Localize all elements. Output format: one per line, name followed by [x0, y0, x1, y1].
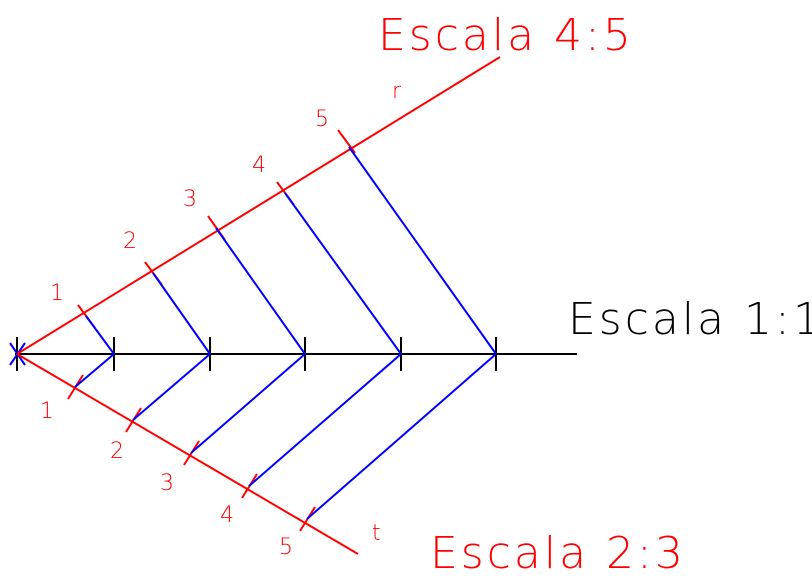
lower-projection-3 — [190, 353, 306, 454]
upper-number-4: 4 — [252, 153, 266, 178]
lower-number-1: 1 — [40, 399, 54, 424]
upper-projection-4 — [284, 192, 402, 355]
title-middle: Escala 1:1 — [568, 294, 812, 345]
upper-number-1: 1 — [50, 281, 64, 306]
upper-ray-r — [16, 56, 501, 355]
lower-projection-1 — [74, 353, 115, 388]
upper-projection-5 — [348, 146, 497, 355]
upper-tick-5 — [337, 129, 356, 154]
lower-projection-5 — [306, 353, 497, 520]
ray-label-r: r — [392, 79, 402, 104]
upper-number-5: 5 — [315, 107, 329, 132]
upper-projection-3 — [215, 227, 306, 355]
title-lower: Escala 2:3 — [430, 528, 686, 579]
upper-projection-2 — [152, 272, 211, 355]
upper-number-3: 3 — [183, 187, 197, 212]
lower-number-4: 4 — [220, 503, 234, 528]
lower-number-5: 5 — [279, 535, 293, 560]
lower-projection-4 — [248, 353, 402, 487]
upper-projection-1 — [85, 315, 115, 355]
ray-label-t: t — [372, 521, 381, 546]
lower-number-3: 3 — [160, 471, 174, 496]
lower-number-2: 2 — [110, 439, 124, 464]
title-upper: Escala 4:5 — [378, 10, 634, 61]
lower-ray-t — [16, 353, 359, 555]
lower-projection-2 — [132, 353, 211, 421]
upper-number-2: 2 — [123, 229, 137, 254]
